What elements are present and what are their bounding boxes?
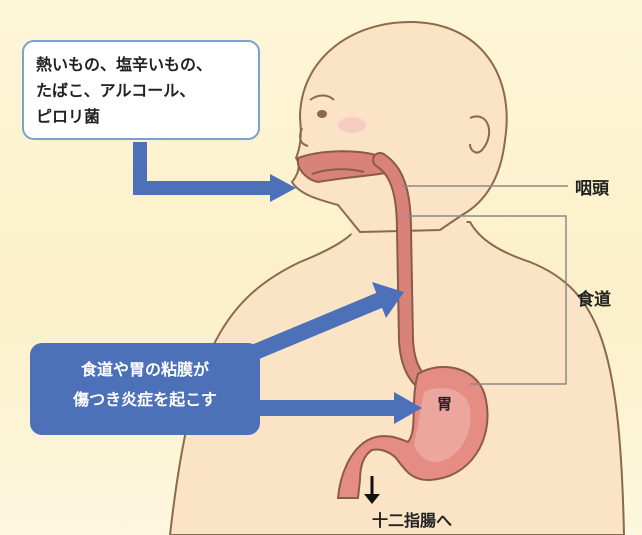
inflammation-line-1: 食道や胃の粘膜が <box>38 355 252 385</box>
inflammation-line-2: 傷つき炎症を起こす <box>38 385 252 415</box>
pharynx-label: 咽頭 <box>575 174 609 199</box>
causes-callout: 熱いもの、塩辛いもの、 たばこ、アルコール、 ピロリ菌 <box>22 40 260 140</box>
causes-line-1: 熱いもの、塩辛いもの、 <box>36 52 246 78</box>
causes-line-2: たばこ、アルコール、 <box>36 78 246 104</box>
duodenum-label: 十二指腸へ <box>372 507 452 531</box>
eye <box>317 110 327 118</box>
arrow-causes-to-mouth <box>140 142 272 188</box>
esophagus-label: 食道 <box>577 285 611 310</box>
inflammation-callout: 食道や胃の粘膜が 傷つき炎症を起こす <box>30 343 260 435</box>
causes-line-3: ピロリ菌 <box>36 104 246 130</box>
stomach-label: 胃 <box>437 393 452 414</box>
cheek-blush <box>338 117 366 133</box>
